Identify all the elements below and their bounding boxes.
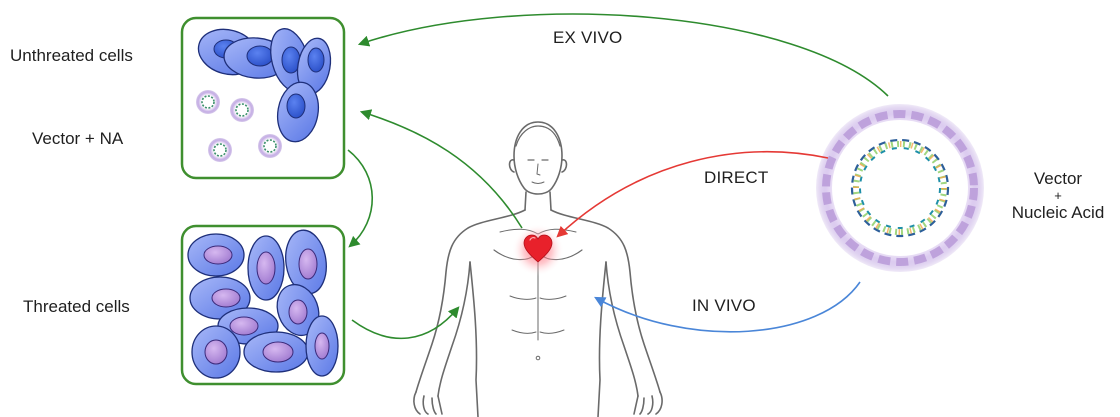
heart-icon — [512, 224, 564, 276]
untreated-to-treated-arrow — [348, 150, 372, 246]
in-vivo-label: IN VIVO — [692, 296, 756, 316]
direct-label: DIRECT — [704, 168, 768, 188]
vector-label-line2: Nucleic Acid — [998, 202, 1118, 224]
treated-cell — [248, 236, 284, 300]
vector-particle — [230, 98, 254, 122]
treated-cell — [306, 316, 338, 376]
vector-na-label: Vector + NA — [32, 129, 123, 149]
ex-vivo-arrow — [360, 14, 888, 96]
treated-cell — [188, 234, 244, 276]
treated-cell — [244, 332, 308, 372]
treated-cell — [192, 326, 240, 378]
heart-to-box-arrow — [362, 112, 522, 228]
treated-cells-box — [182, 226, 344, 384]
ex-vivo-label: EX VIVO — [553, 28, 622, 48]
untreated-cells-box — [182, 18, 344, 178]
vector-particle — [258, 134, 282, 158]
vector-label-line1: Vector — [998, 168, 1118, 190]
treated-to-body-arrow — [352, 308, 458, 338]
vector-particle — [196, 90, 220, 114]
dna-vector-icon — [816, 104, 984, 272]
vector-label-plus: + — [998, 190, 1118, 202]
treated-cells-label: Threated cells — [23, 297, 130, 317]
vector-particle — [208, 138, 232, 162]
untreated-cells-label: Unthreated cells — [10, 46, 133, 66]
vector-nucleic-acid-label: Vector + Nucleic Acid — [998, 168, 1118, 224]
